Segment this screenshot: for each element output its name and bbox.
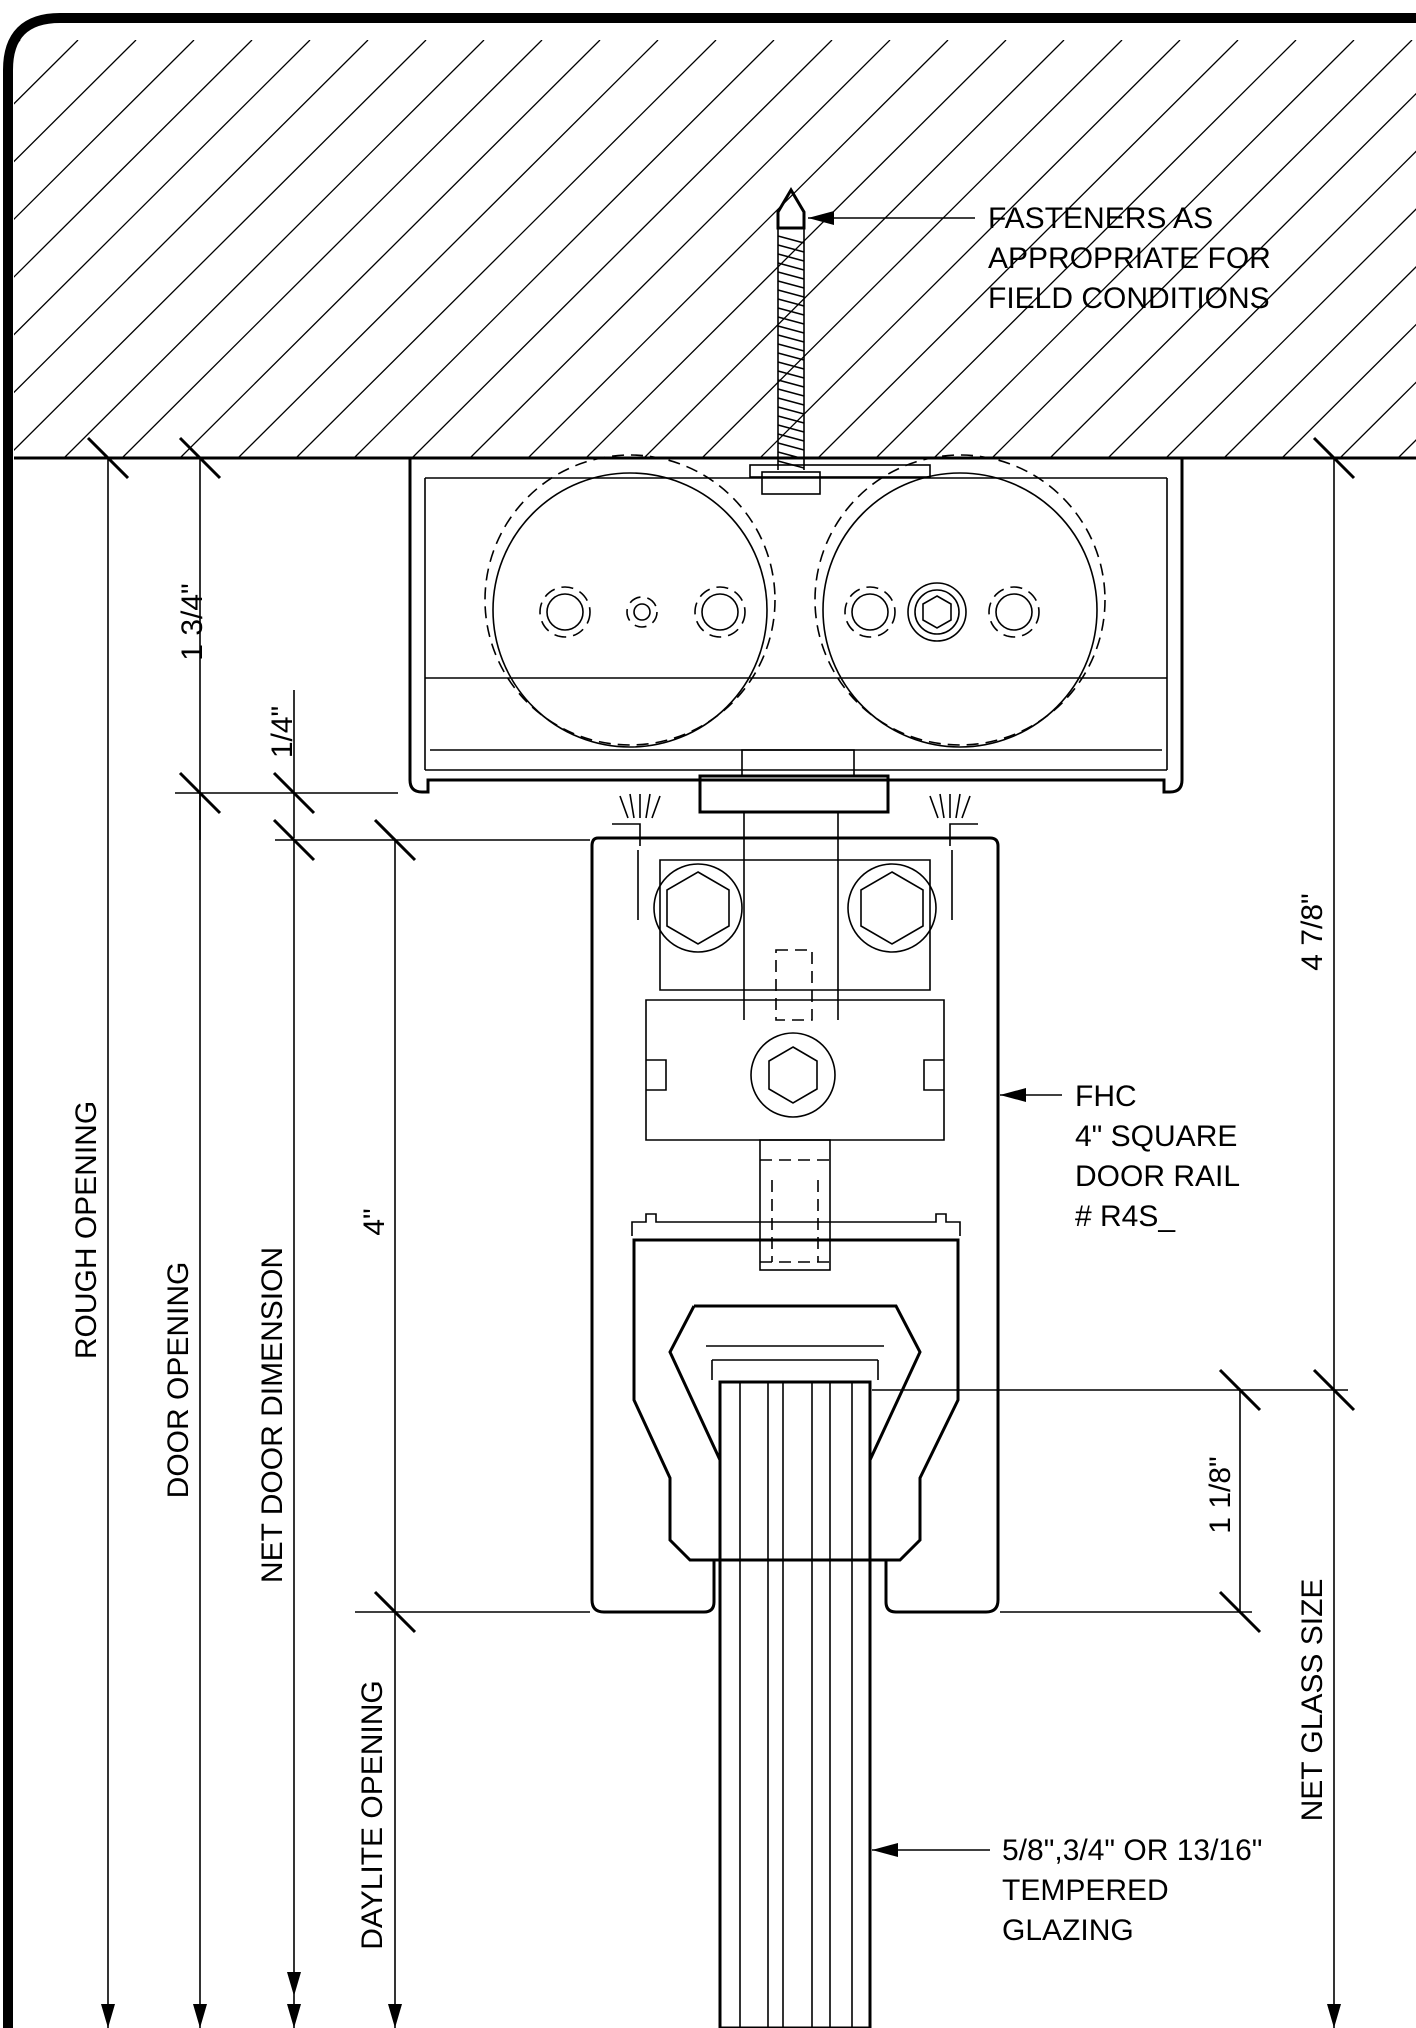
door-rail-line-2: 4" SQUARE	[1075, 1120, 1237, 1153]
door-rail-line-1: FHC	[1075, 1080, 1137, 1113]
glazing-line-2: TEMPERED	[1002, 1874, 1169, 1907]
dim-rail-gap: 1/4"	[266, 706, 299, 758]
dim-top-gap: 1 3/4"	[176, 583, 209, 660]
hanger-stem	[698, 749, 890, 1020]
glazing-callout: 5/8",3/4" OR 13/16" TEMPERED GLAZING	[1002, 1834, 1262, 1947]
fasteners-line-3: FIELD CONDITIONS	[988, 282, 1270, 315]
glazing-line-3: GLAZING	[1002, 1914, 1134, 1947]
glazing-clamp	[631, 1213, 961, 1562]
leader-lines	[808, 211, 1062, 1857]
tempered-glazing	[718, 1380, 872, 2028]
daylite-opening-label: DAYLITE OPENING	[356, 1680, 389, 1950]
track-housing	[408, 456, 1184, 794]
door-rail-line-4: # R4S_	[1075, 1200, 1176, 1233]
fasteners-callout: FASTENERS AS APPROPRIATE FOR FIELD CONDI…	[988, 202, 1271, 315]
roller-wheel-left	[484, 454, 776, 748]
roller-wheel-right	[814, 454, 1106, 748]
dimension-lines	[86, 436, 1356, 2028]
dim-rail-height: 4"	[358, 1208, 391, 1235]
door-opening-label: DOOR OPENING	[162, 1262, 195, 1499]
door-rail	[590, 793, 1000, 1614]
glazing-line-1: 5/8",3/4" OR 13/16"	[1002, 1834, 1262, 1867]
ceiling-substrate	[14, 40, 1416, 460]
drawing-frame	[3, 13, 1416, 2028]
net-door-dimension-label: NET DOOR DIMENSION	[256, 1247, 289, 1583]
door-rail-callout: FHC 4" SQUARE DOOR RAIL # R4S_	[1075, 1080, 1240, 1233]
fasteners-line-1: FASTENERS AS	[988, 202, 1213, 235]
dim-glass-bite: 1 1/8"	[1204, 1456, 1237, 1533]
fasteners-line-2: APPROPRIATE FOR	[988, 242, 1271, 275]
dim-head-to-glass: 4 7/8"	[1296, 893, 1329, 970]
door-rail-line-3: DOOR RAIL	[1075, 1160, 1240, 1193]
clamp-bolts	[653, 863, 937, 1271]
fastener-screw	[761, 187, 821, 495]
rough-opening-label: ROUGH OPENING	[70, 1101, 103, 1359]
net-glass-size-label: NET GLASS SIZE	[1296, 1579, 1329, 1822]
